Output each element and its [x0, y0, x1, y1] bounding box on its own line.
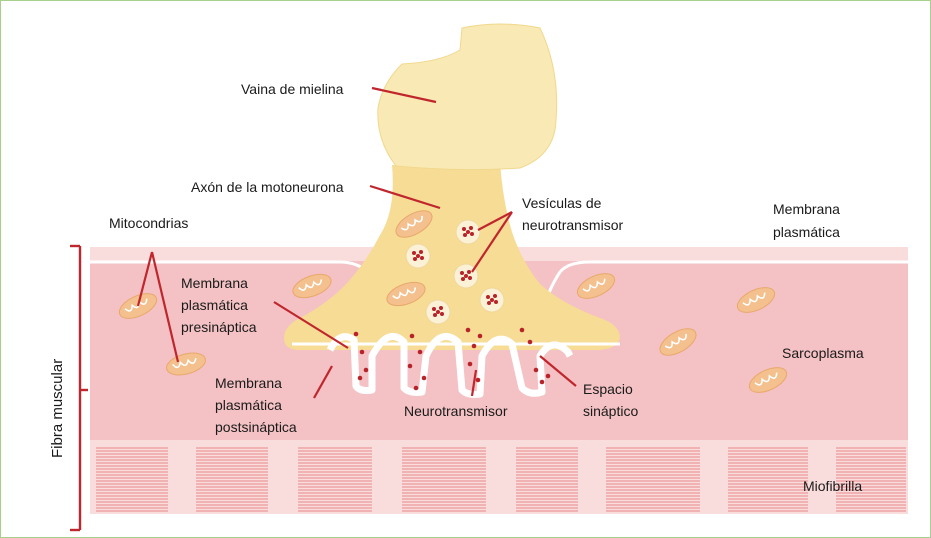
neurotransmitter-dot: [418, 350, 423, 355]
label-presynaptic-line3: presináptica: [181, 319, 257, 335]
neurotransmitter-dot: [422, 376, 427, 381]
label-synaptic-cleft-line2: sináptico: [583, 403, 638, 419]
neurotransmitter-dot: [468, 362, 473, 367]
neurotransmitter-dot: [534, 368, 539, 373]
label-neurotransmitter: Neurotransmisor: [404, 403, 508, 419]
label-plasma-membrane-line1: Membrana: [773, 201, 840, 217]
neurotransmitter-dot: [472, 344, 477, 349]
neurotransmitter-dot: [476, 378, 481, 383]
neurotransmitter-dot: [546, 374, 551, 379]
neurotransmitter-dot: [528, 340, 533, 345]
label-myofibril: Miofibrilla: [803, 478, 862, 494]
label-postsynaptic-line1: Membrana: [215, 375, 282, 391]
neurotransmitter-dot: [358, 376, 363, 381]
vesicle-icon: [406, 244, 430, 268]
label-presynaptic-line1: Membrana: [181, 275, 248, 291]
vesicle-icon: [480, 288, 504, 312]
neurotransmitter-dot: [414, 386, 419, 391]
label-vesicles-line2: neurotransmisor: [522, 217, 623, 233]
label-plasma-membrane-line2: plasmática: [773, 224, 840, 240]
neurotransmitter-dot: [540, 380, 545, 385]
label-mitochondria: Mitocondrias: [109, 215, 188, 231]
neurotransmitter-dot: [360, 350, 365, 355]
neurotransmitter-dot: [410, 334, 415, 339]
label-muscle-fiber: Fibra muscular: [49, 359, 66, 458]
neurotransmitter-dot: [364, 368, 369, 373]
label-synaptic-cleft-line1: Espacio: [583, 381, 633, 397]
neurotransmitter-dot: [478, 334, 483, 339]
label-axon: Axón de la motoneurona: [191, 179, 344, 195]
myelin-sheath: [378, 24, 557, 170]
neurotransmitter-dot: [466, 328, 471, 333]
label-postsynaptic-line2: plasmática: [215, 397, 282, 413]
label-myelin-sheath: Vaina de mielina: [241, 81, 344, 97]
vesicle-icon: [426, 300, 450, 324]
neurotransmitter-dot: [520, 328, 525, 333]
label-sarcoplasm: Sarcoplasma: [782, 345, 864, 361]
label-vesicles-line1: Vesículas de: [522, 195, 602, 211]
neurotransmitter-dot: [408, 364, 413, 369]
neurotransmitter-dot: [354, 332, 359, 337]
vesicle-icon: [456, 220, 480, 244]
label-postsynaptic-line3: postsináptica: [215, 419, 297, 435]
muscle-fiber-bracket: [70, 246, 88, 530]
label-presynaptic-line2: plasmática: [181, 297, 248, 313]
